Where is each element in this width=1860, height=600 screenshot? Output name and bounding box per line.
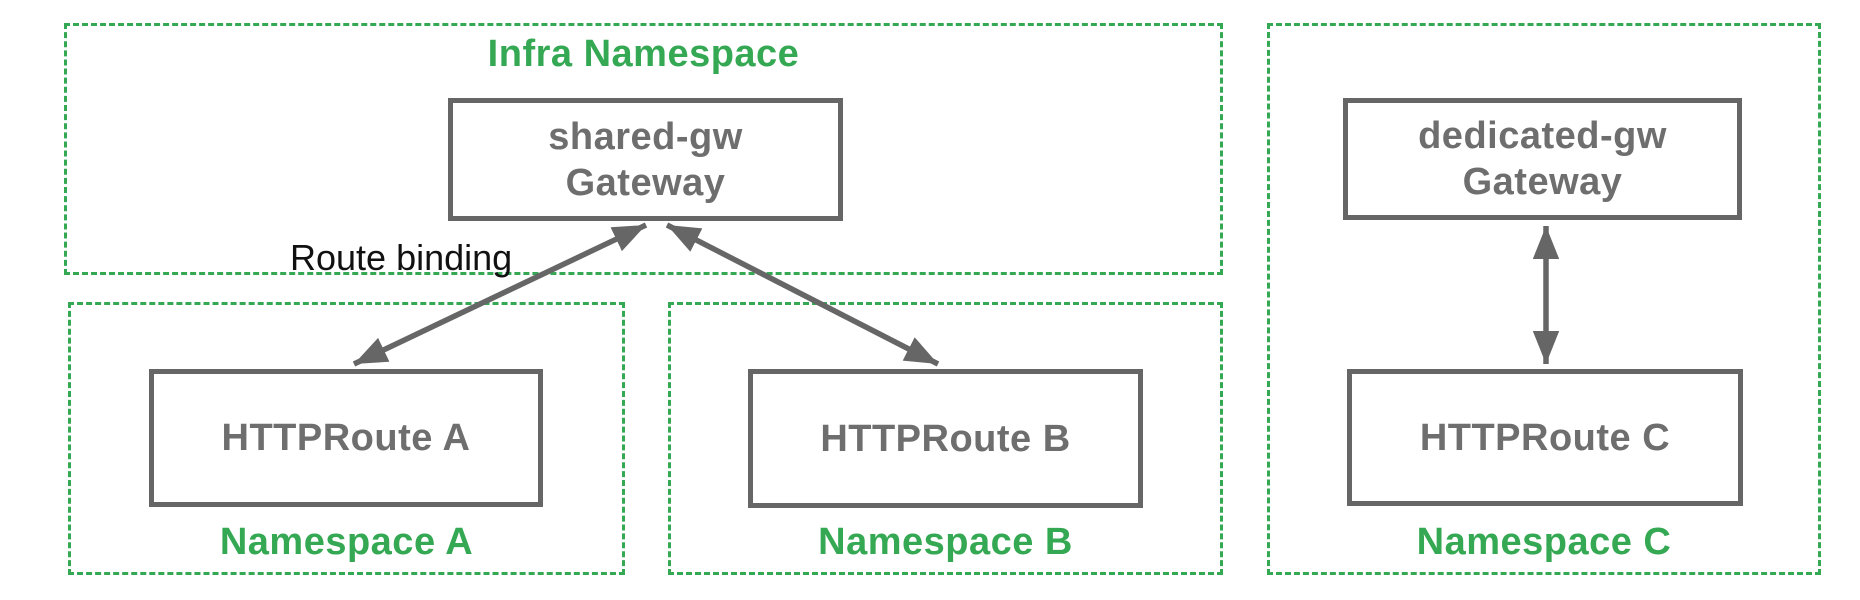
dedicated-gateway-node: dedicated-gw Gateway [1343,98,1742,220]
shared-gateway-node: shared-gw Gateway [448,98,843,221]
route-binding-label: Route binding [290,237,513,278]
httproute-c-label: HTTPRoute C [1419,416,1671,459]
namespace-c-box: Namespace C [1267,23,1821,575]
dedicated-gateway-kind: Gateway [1462,161,1623,203]
shared-gateway-name: shared-gw [548,115,743,158]
infra-namespace-label: Infra Namespace [487,33,800,75]
namespace-b-box: Namespace B [668,302,1223,575]
shared-gateway-kind: Gateway [565,161,726,204]
httproute-b-label: HTTPRoute B [820,417,1071,460]
httproute-a-node: HTTPRoute A [149,369,543,507]
httproute-c-node: HTTPRoute C [1347,369,1743,506]
namespace-c-label: Namespace C [1416,521,1672,563]
httproute-a-label: HTTPRoute A [221,417,471,459]
namespace-b-label: Namespace B [818,521,1073,563]
namespace-a-box: Namespace A [68,302,625,575]
httproute-b-node: HTTPRoute B [748,369,1143,508]
namespace-a-label: Namespace A [219,521,474,563]
dedicated-gateway-name: dedicated-gw [1418,115,1667,157]
